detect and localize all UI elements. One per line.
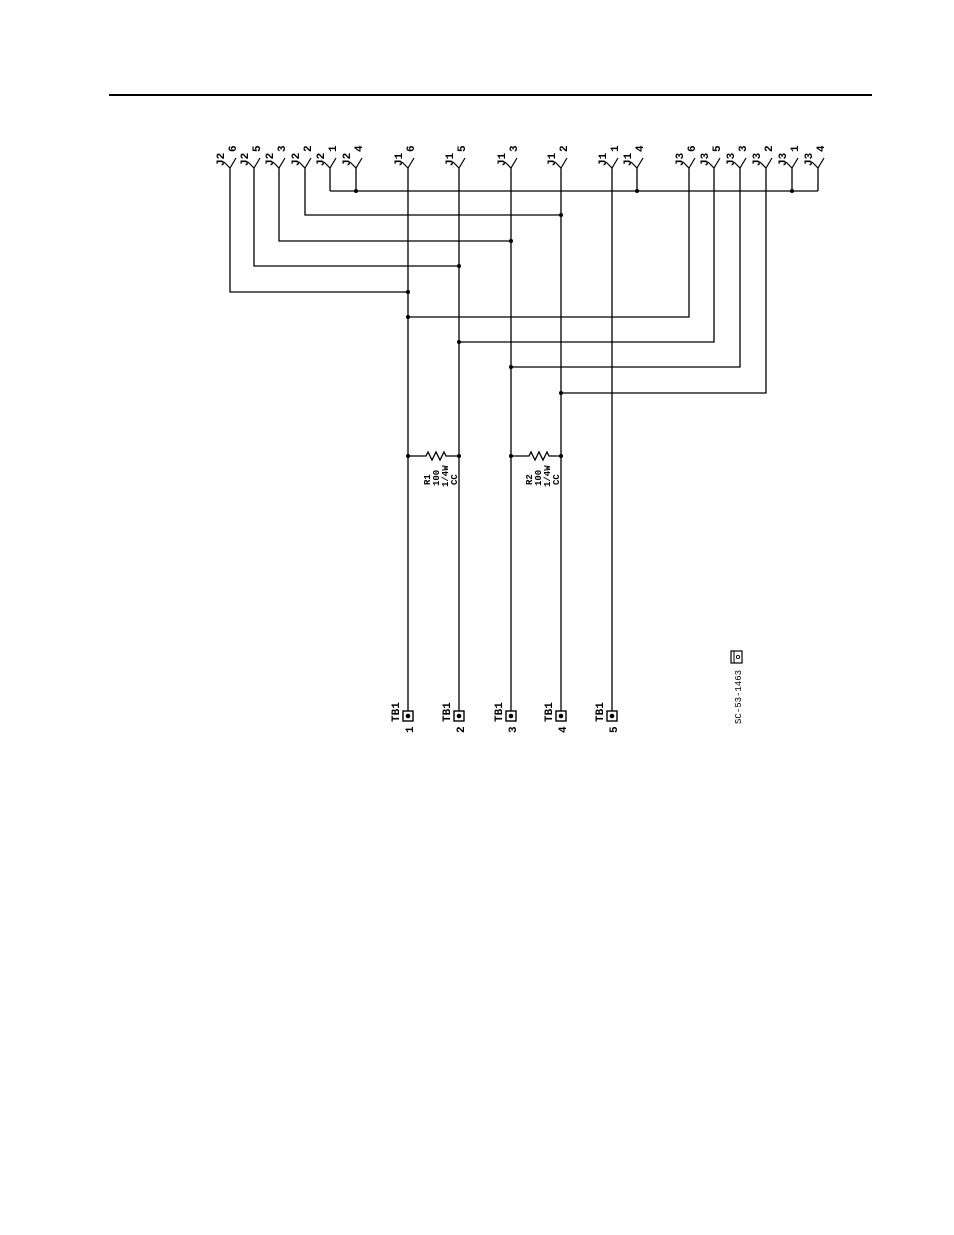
connector-label: J3 bbox=[700, 152, 712, 166]
figure-id-icon bbox=[731, 651, 742, 663]
connector-label: J1 bbox=[394, 152, 406, 166]
pin-label: 1 bbox=[328, 145, 340, 152]
connector-label: J2 bbox=[291, 153, 303, 166]
pin-label: 2 bbox=[559, 145, 571, 152]
connector-label: J2 bbox=[342, 153, 354, 166]
resistor-r2 bbox=[511, 452, 561, 460]
pin-label: 4 bbox=[354, 145, 366, 152]
pin-label: 6 bbox=[228, 145, 240, 152]
pin-label: 5 bbox=[712, 145, 724, 152]
connector-label: J1 bbox=[497, 152, 509, 166]
wire-j2-6 bbox=[230, 168, 408, 292]
connector-label: J3 bbox=[804, 152, 816, 166]
r2-type: CC bbox=[552, 474, 562, 485]
connector-label: J3 bbox=[752, 152, 764, 166]
terminal-num: 2 bbox=[456, 726, 468, 733]
pin-label: 3 bbox=[738, 145, 750, 152]
figure-id: SC-53-1463 bbox=[734, 670, 744, 724]
wire-j3-2 bbox=[561, 168, 766, 393]
pin-label: 3 bbox=[509, 145, 521, 152]
pin-label: 4 bbox=[635, 145, 647, 152]
pin-label: 3 bbox=[277, 145, 289, 152]
terminal-num: 4 bbox=[558, 726, 570, 733]
pin-label: 6 bbox=[406, 145, 418, 152]
junction-dots bbox=[354, 189, 794, 458]
pin-label: 4 bbox=[816, 145, 828, 152]
pin-label: 1 bbox=[790, 145, 802, 152]
terminal-num: 1 bbox=[405, 726, 417, 733]
resistor-r1 bbox=[408, 452, 459, 460]
terminal-ref: TB1 bbox=[442, 702, 454, 722]
terminal-num: 5 bbox=[609, 726, 621, 733]
wire-j2-3 bbox=[279, 168, 511, 241]
connector-label: J3 bbox=[778, 152, 790, 166]
connector-label: J2 bbox=[265, 153, 277, 166]
connector-label: J3 bbox=[675, 152, 687, 166]
connector-label: J3 bbox=[726, 152, 738, 166]
connector-label: J1 bbox=[445, 152, 457, 166]
wire-j3-3 bbox=[511, 168, 740, 367]
wire-j3-5 bbox=[459, 168, 714, 342]
pin-label: 2 bbox=[764, 145, 776, 152]
terminal-ref: TB1 bbox=[595, 702, 607, 722]
connector-label: J1 bbox=[547, 152, 559, 166]
connector-label: J2 bbox=[316, 153, 328, 166]
terminal-ref: TB1 bbox=[544, 702, 556, 722]
pin-label: 2 bbox=[303, 145, 315, 152]
terminal-ref: TB1 bbox=[391, 702, 403, 722]
terminal-ref: TB1 bbox=[494, 702, 506, 722]
r1-type: CC bbox=[450, 474, 460, 485]
connector-label: J1 bbox=[623, 152, 635, 166]
pin-label: 5 bbox=[457, 145, 469, 152]
connector-label: J1 bbox=[598, 152, 610, 166]
terminal-num: 3 bbox=[508, 726, 520, 733]
connector-label: J2 bbox=[240, 153, 252, 166]
connector-label: J2 bbox=[216, 153, 228, 166]
pin-label: 1 bbox=[610, 145, 622, 152]
pin-label: 6 bbox=[687, 145, 699, 152]
pin-label: 5 bbox=[252, 145, 264, 152]
